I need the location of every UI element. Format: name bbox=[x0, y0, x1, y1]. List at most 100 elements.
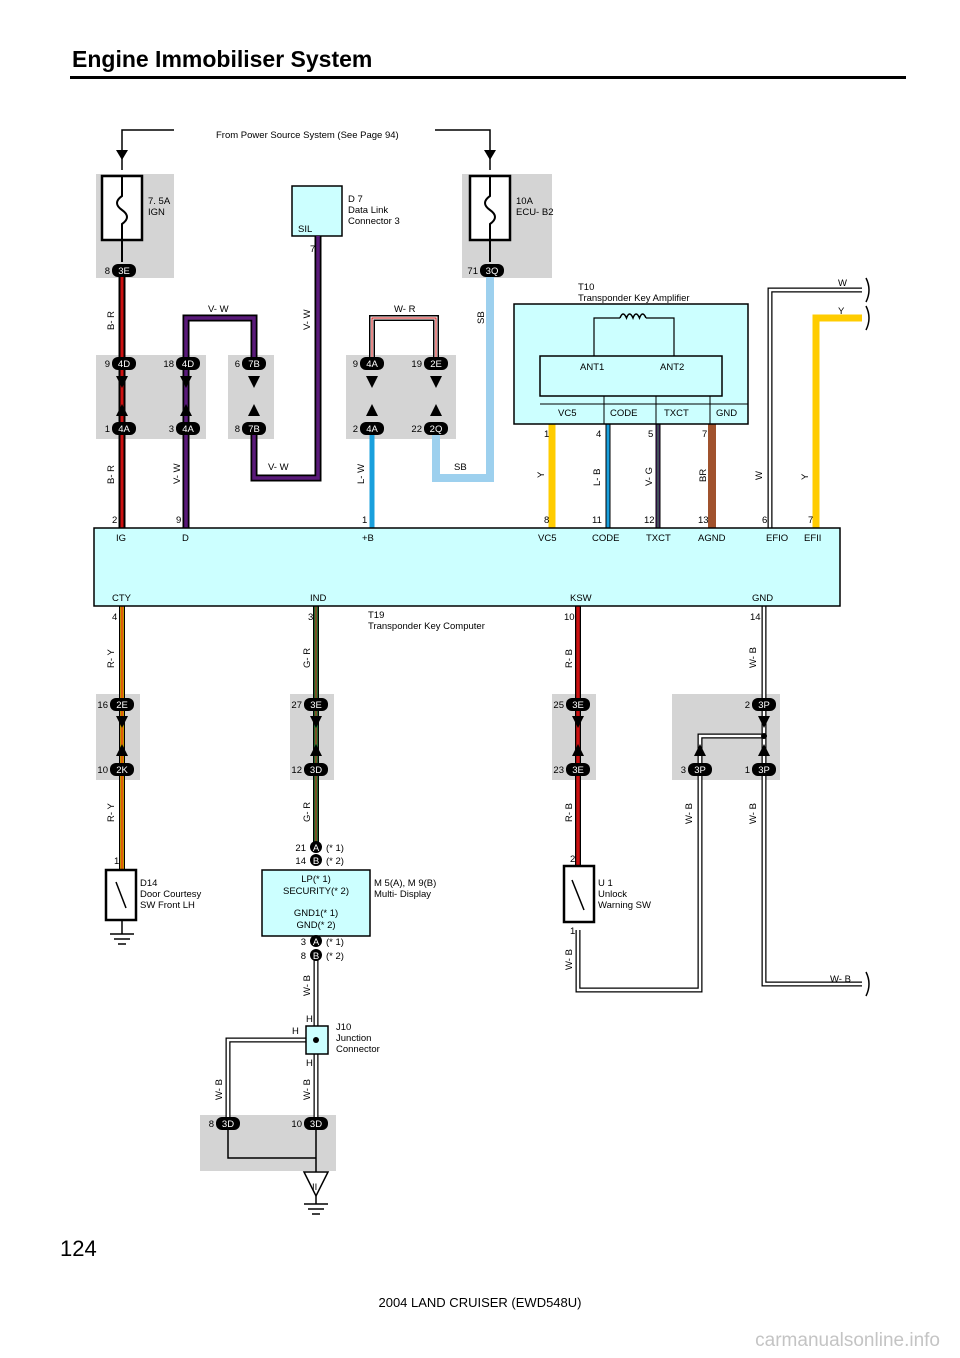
pin-number: 1 bbox=[544, 429, 549, 440]
fuse-rating: 7. 5A bbox=[148, 196, 171, 207]
switch-icon bbox=[571, 879, 585, 911]
display-id: M 5(A), M 9(B) bbox=[374, 878, 436, 889]
pin-number: 1 bbox=[105, 424, 110, 435]
junction-terminal: H bbox=[306, 1014, 313, 1025]
wire-label: W- R bbox=[394, 304, 416, 315]
connector-code: 2E bbox=[116, 700, 128, 711]
wire-label: R- B bbox=[564, 649, 575, 668]
computer-terminal: AGND bbox=[698, 533, 726, 544]
pin-number: 14 bbox=[295, 856, 306, 867]
arrow-down-icon bbox=[116, 150, 128, 160]
dlc-terminal: SIL bbox=[298, 224, 312, 235]
amplifier-antenna: ANT1 bbox=[580, 362, 604, 373]
connector-code: 2Q bbox=[430, 424, 443, 435]
page-title: Engine Immobiliser System bbox=[72, 46, 373, 72]
pin-number: 2 bbox=[353, 424, 358, 435]
dlc-name: Connector 3 bbox=[348, 216, 400, 227]
connector-code: 3D bbox=[310, 1119, 322, 1130]
pin-number: 12 bbox=[291, 765, 302, 776]
pin-number: 7 bbox=[310, 244, 315, 255]
wire-label: V- G bbox=[644, 467, 655, 486]
connector-code: 2K bbox=[116, 765, 128, 776]
multi-display bbox=[261, 869, 371, 937]
pin-number: 2 bbox=[112, 515, 117, 526]
pin-number: 21 bbox=[295, 843, 306, 854]
unlock-switch-id: U 1 bbox=[598, 878, 613, 889]
wire-label: W- B bbox=[564, 949, 575, 970]
unlock-warning-switch bbox=[562, 864, 596, 924]
pin-number: 7 bbox=[702, 429, 707, 440]
amplifier-name: Transponder Key Amplifier bbox=[578, 293, 690, 304]
pin-number: 2 bbox=[745, 700, 750, 711]
connector-code: 4A bbox=[118, 424, 130, 435]
pin-number: 4 bbox=[112, 612, 117, 623]
connector-code: B bbox=[313, 856, 319, 867]
pin-number: 8 bbox=[235, 424, 240, 435]
door-switch-id: D14 bbox=[140, 878, 157, 889]
wire-label: W- B bbox=[748, 803, 759, 824]
wire-label: SB bbox=[476, 311, 487, 324]
connector-code: A bbox=[313, 937, 320, 948]
antenna-coil-icon bbox=[619, 313, 647, 320]
connector-code: 3E bbox=[572, 765, 584, 776]
pin-number: 6 bbox=[235, 359, 240, 370]
footer-model: 2004 LAND CRUISER (EWD548U) bbox=[378, 1295, 582, 1310]
pin-number: 8 bbox=[105, 266, 110, 277]
pin-number: 13 bbox=[698, 515, 709, 526]
power-line-right bbox=[435, 129, 491, 170]
dlc-id: D 7 bbox=[348, 194, 363, 205]
pin-number: 8 bbox=[301, 951, 306, 962]
pin-number: 3 bbox=[681, 765, 686, 776]
connector-code: 4D bbox=[182, 359, 194, 370]
connector-code: B bbox=[313, 951, 319, 962]
wire-label: L- B bbox=[592, 469, 603, 486]
wire-label: SB bbox=[454, 462, 467, 473]
amplifier-id: T10 bbox=[578, 282, 594, 293]
pin-number: 1 bbox=[570, 926, 575, 937]
ground-label: II bbox=[312, 1182, 317, 1193]
amplifier-antenna: ANT2 bbox=[660, 362, 684, 373]
unlock-switch-name: Warning SW bbox=[598, 900, 651, 911]
pin-number: 6 bbox=[762, 515, 767, 526]
junction-id: J10 bbox=[336, 1022, 351, 1033]
pin-number: 8 bbox=[209, 1119, 214, 1130]
pin-number: 3 bbox=[301, 937, 306, 948]
wire-label: G- R bbox=[302, 802, 313, 822]
fuse-name: IGN bbox=[148, 207, 165, 218]
fuse-rating: 10A bbox=[516, 196, 534, 207]
pin-number: 4 bbox=[596, 429, 601, 440]
door-switch-name: Door Courtesy bbox=[140, 889, 201, 900]
watermark: carmanualsonline.info bbox=[755, 1330, 940, 1351]
computer-terminal: IND bbox=[310, 593, 327, 604]
pin-number: 22 bbox=[411, 424, 422, 435]
computer-terminal: KSW bbox=[570, 593, 592, 604]
pin-number: 9 bbox=[176, 515, 181, 526]
wire-label: V- W bbox=[208, 304, 229, 315]
connector-pills bbox=[110, 264, 776, 1130]
wire-label: W- B bbox=[302, 1079, 313, 1100]
door-switch-name: SW Front LH bbox=[140, 900, 195, 911]
pin-number: 25 bbox=[553, 700, 564, 711]
data-link-connector bbox=[291, 185, 343, 237]
connector-code: 4A bbox=[366, 359, 378, 370]
fuse-name: ECU- B2 bbox=[516, 207, 553, 218]
connector-code: 3E bbox=[572, 700, 584, 711]
pin-number: 14 bbox=[750, 612, 761, 623]
pin-number: 2 bbox=[570, 854, 575, 865]
wire-label: V- W bbox=[172, 463, 183, 484]
wire-label: Y bbox=[536, 471, 547, 478]
wire-label: L- W bbox=[356, 464, 367, 484]
ground-point-icon bbox=[302, 1171, 330, 1198]
amplifier-terminal: GND bbox=[716, 408, 737, 419]
junction-terminal: H bbox=[292, 1026, 299, 1037]
junction-name: Connector bbox=[336, 1044, 380, 1055]
connector-code: 4A bbox=[366, 424, 378, 435]
wire-label: Y bbox=[838, 306, 845, 317]
junction-terminal: H bbox=[306, 1058, 313, 1069]
connector-code: 3P bbox=[758, 765, 770, 776]
power-source-note: From Power Source System (See Page 94) bbox=[216, 130, 399, 141]
pin-number: 16 bbox=[97, 700, 108, 711]
connector-code: 3E bbox=[118, 266, 130, 277]
connector-code: 4D bbox=[118, 359, 130, 370]
